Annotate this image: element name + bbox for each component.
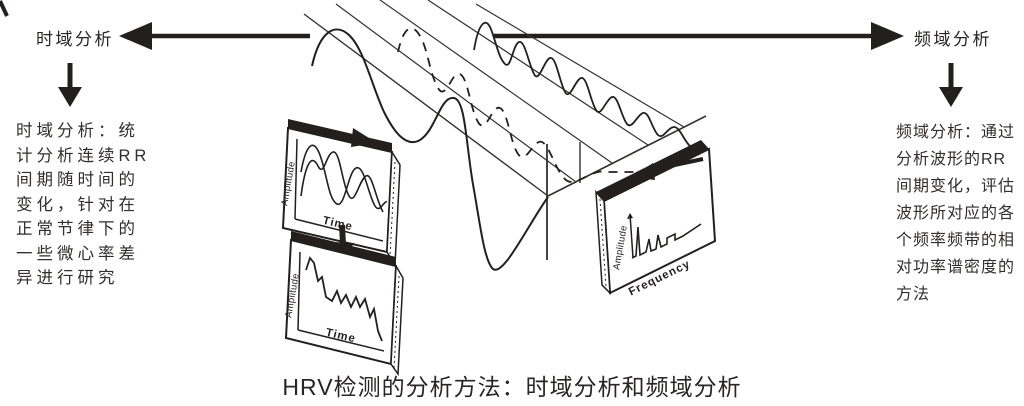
left-direction-arrow xyxy=(119,22,310,50)
plane-gridline xyxy=(427,0,649,146)
mid-frequency-wave-dashed xyxy=(397,27,640,183)
card-composite-time: Amplitude Time xyxy=(279,119,401,268)
high-frequency-wave xyxy=(473,21,701,152)
card-y-axis-arrow xyxy=(627,213,633,219)
card-y-axis xyxy=(629,213,634,259)
frequency-domain-label: 频域分析 xyxy=(914,30,992,49)
right-arrowhead-icon xyxy=(871,22,904,50)
frequency-domain-description: 频域分析：通过 分析波形的RR 间期变化，评估 波形所对应的各 个频率频带的相 … xyxy=(896,124,1016,303)
card-spine xyxy=(595,189,611,295)
spine-microtext-marks xyxy=(393,275,400,369)
plane-front-edge xyxy=(303,13,549,197)
card-spectrum-frequency: Amplitude Frequency xyxy=(595,140,717,298)
plane-gridline xyxy=(379,0,613,164)
spectrum-trace xyxy=(631,223,702,259)
card1-top-arrow-icon xyxy=(326,128,377,147)
wave-decomposition-plane xyxy=(303,0,707,260)
tachogram-trace xyxy=(305,256,383,342)
left-down-arrow-icon xyxy=(58,63,82,107)
plane-right-edge xyxy=(547,115,707,197)
figure-caption: HRV检测的分析方法：时域分析和频域分析 xyxy=(282,374,742,400)
low-frequency-wave xyxy=(311,28,549,271)
time-domain-description: 时域分析：统 计分析连续RR 间期随时间的 变化，针对在 正常节律下的 一些微心… xyxy=(16,122,151,287)
card-axes xyxy=(297,251,385,352)
card3-top-arrow-icon xyxy=(631,157,704,180)
decomposed-waves xyxy=(311,21,701,271)
card-spine xyxy=(390,263,404,377)
right-direction-arrow xyxy=(493,22,904,50)
composite-wave-2 xyxy=(300,151,384,213)
card-tachogram-time: Amplitude Time xyxy=(283,231,404,377)
plane-gridline xyxy=(475,3,685,128)
corner-mark xyxy=(0,0,9,17)
plane-gridline xyxy=(335,3,577,183)
time-domain-label: 时域分析 xyxy=(36,30,114,49)
card-top-edge xyxy=(291,231,396,266)
left-arrowhead-icon xyxy=(119,22,152,50)
spine-microtext-marks xyxy=(389,161,396,257)
card-axes xyxy=(294,138,384,242)
right-down-arrow-icon xyxy=(939,63,963,107)
